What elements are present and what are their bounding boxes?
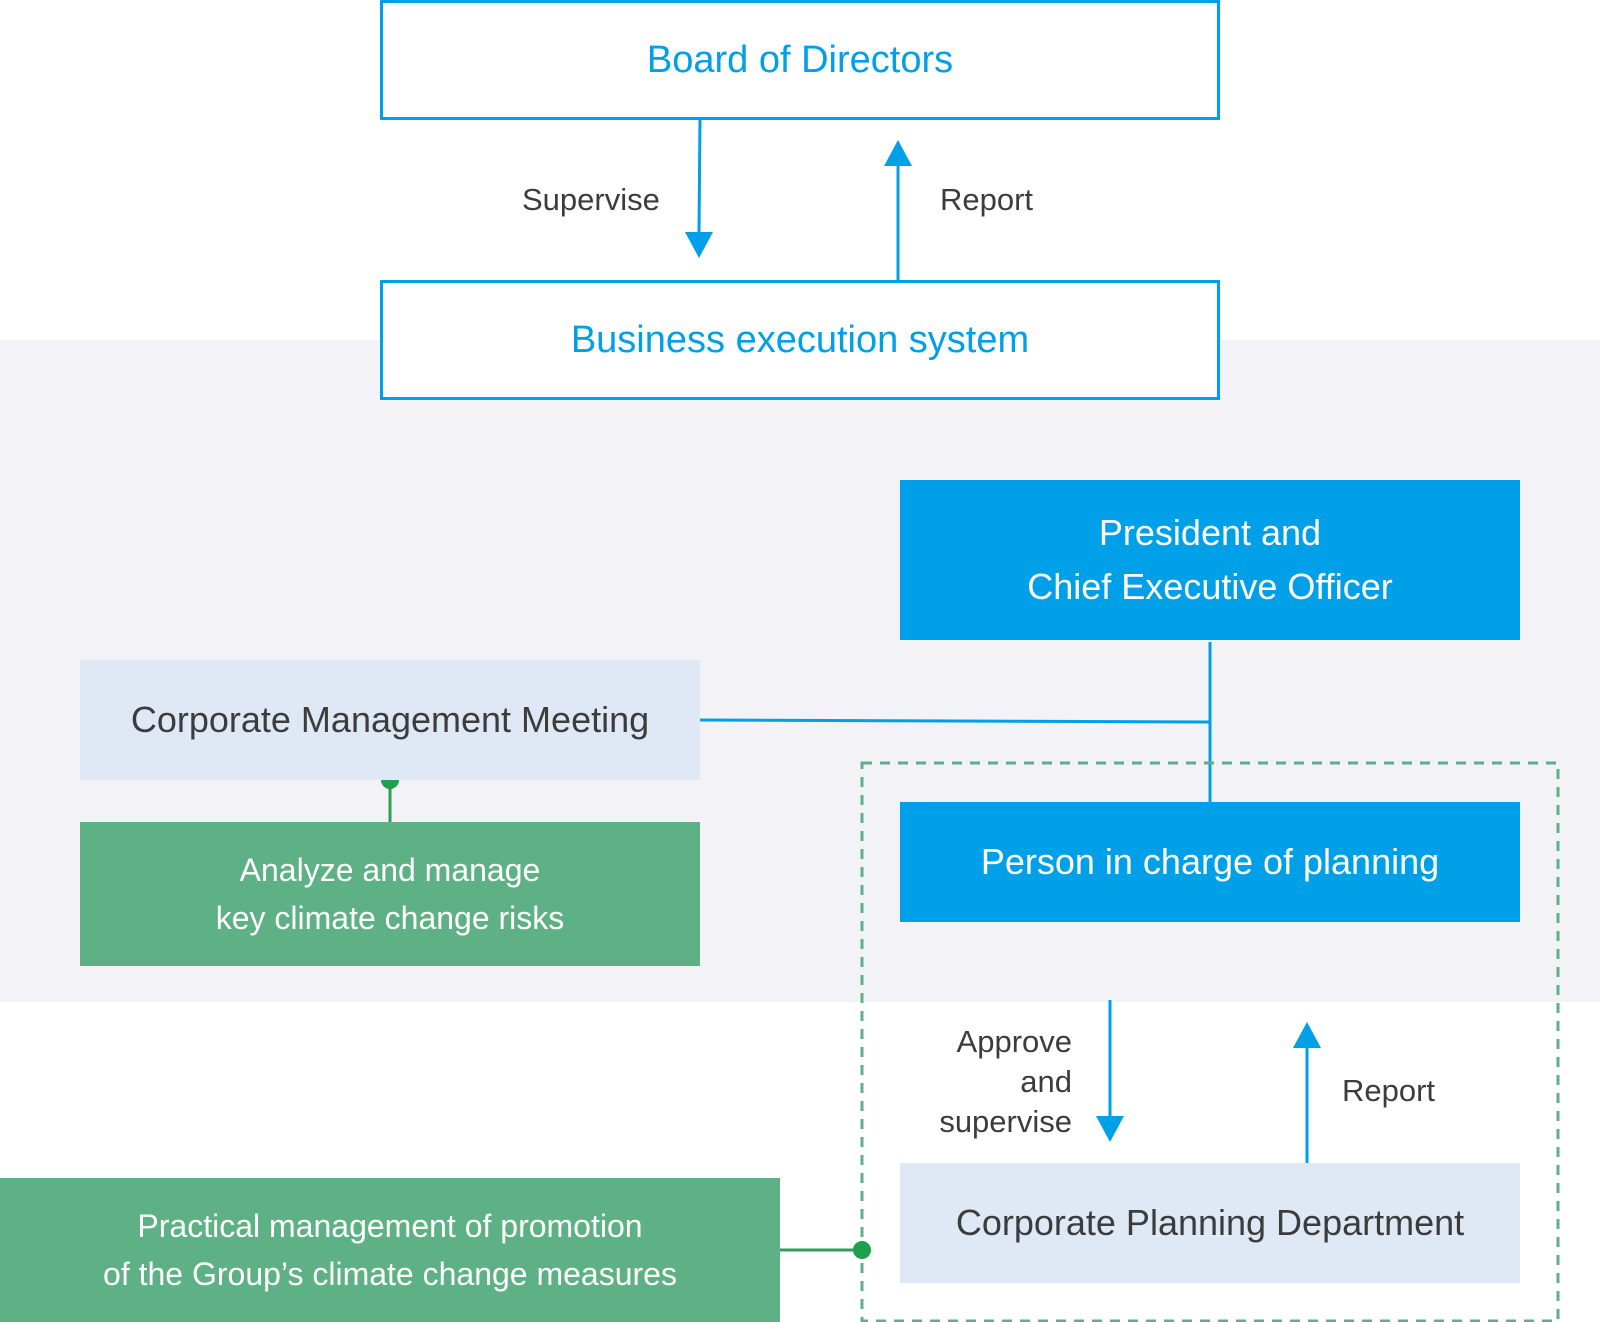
supervise-arrowhead xyxy=(685,232,713,258)
approve-supervise-label: Approve and supervise xyxy=(880,1022,1072,1142)
report-arrowhead xyxy=(884,140,912,166)
corporate-management-meeting-box: Corporate Management Meeting xyxy=(80,660,700,780)
approve-arrowhead xyxy=(1096,1116,1124,1142)
approve-line3: supervise xyxy=(939,1104,1072,1139)
board-of-directors-box: Board of Directors xyxy=(380,0,1220,120)
analyze-risks-line2: key climate change risks xyxy=(215,900,565,936)
practical-management-line1: Practical management of promotion xyxy=(137,1208,643,1244)
approve-line2: and xyxy=(1020,1064,1072,1099)
report-top-label: Report xyxy=(940,182,1034,217)
report-bottom-label: Report xyxy=(1342,1073,1436,1108)
business-execution-label: Business execution system xyxy=(570,318,1030,361)
region-connector-dot xyxy=(853,1241,871,1259)
corporate-planning-department-label: Corporate Planning Department xyxy=(955,1202,1465,1243)
supervise-arrow-line xyxy=(697,117,702,233)
approve-line1: Approve xyxy=(956,1024,1072,1059)
president-line2: Chief Executive Officer xyxy=(1027,566,1393,607)
report-bottom-arrowhead xyxy=(1293,1022,1321,1048)
analyze-risks-box: Analyze and manage key climate change ri… xyxy=(80,822,700,966)
person-in-charge-label: Person in charge of planning xyxy=(980,841,1440,882)
board-of-directors-label: Board of Directors xyxy=(646,38,954,81)
corporate-management-meeting-label: Corporate Management Meeting xyxy=(130,699,650,740)
planning-dashed-region xyxy=(860,761,1560,1322)
business-execution-box: Business execution system xyxy=(380,280,1220,400)
person-in-charge-box: Person in charge of planning xyxy=(900,802,1520,922)
practical-management-box: Practical management of promotion of the… xyxy=(0,1178,780,1322)
meeting-to-president-line xyxy=(699,718,1211,724)
practical-management-line2: of the Group’s climate change measures xyxy=(103,1256,677,1292)
president-line1: President and xyxy=(1098,512,1322,553)
corporate-planning-department-box: Corporate Planning Department xyxy=(900,1163,1520,1283)
president-ceo-box: President and Chief Executive Officer xyxy=(900,480,1520,640)
supervise-label: Supervise xyxy=(522,182,660,217)
analyze-risks-line1: Analyze and manage xyxy=(239,852,541,888)
